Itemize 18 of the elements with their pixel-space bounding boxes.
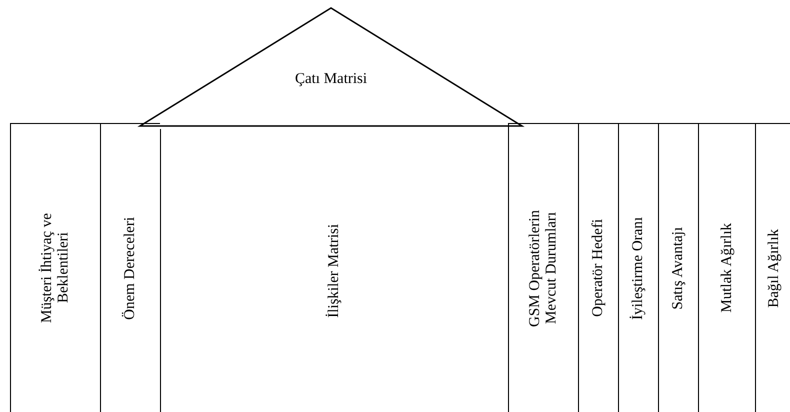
column-label: Mutlak Ağırlık [718,223,736,313]
matrix-column [578,123,618,412]
column-label: Müşteri İhtiyaç ve Beklentileri [39,212,72,325]
column-label: Önem Dereceleri [122,216,139,320]
matrix-column [508,123,578,412]
column-label: Operatör Hedefi [590,219,607,317]
matrix-column [10,123,100,412]
matrix-column [755,123,790,412]
column-label: GSM Operatörlerin Mevcut Durumları [527,208,560,329]
column-label: Satış Avantajı [670,226,687,310]
column-label: Bağıl Ağırlık [766,228,782,308]
matrix-column [698,123,755,412]
roof-label: Çatı Matrisi [294,71,368,88]
column-label: İlişkiler Matrisi [326,224,343,318]
matrix-column [100,123,160,412]
matrix-column [658,123,698,412]
matrix-column [618,123,658,412]
column-label: İyileştirme Oranı [630,216,647,320]
